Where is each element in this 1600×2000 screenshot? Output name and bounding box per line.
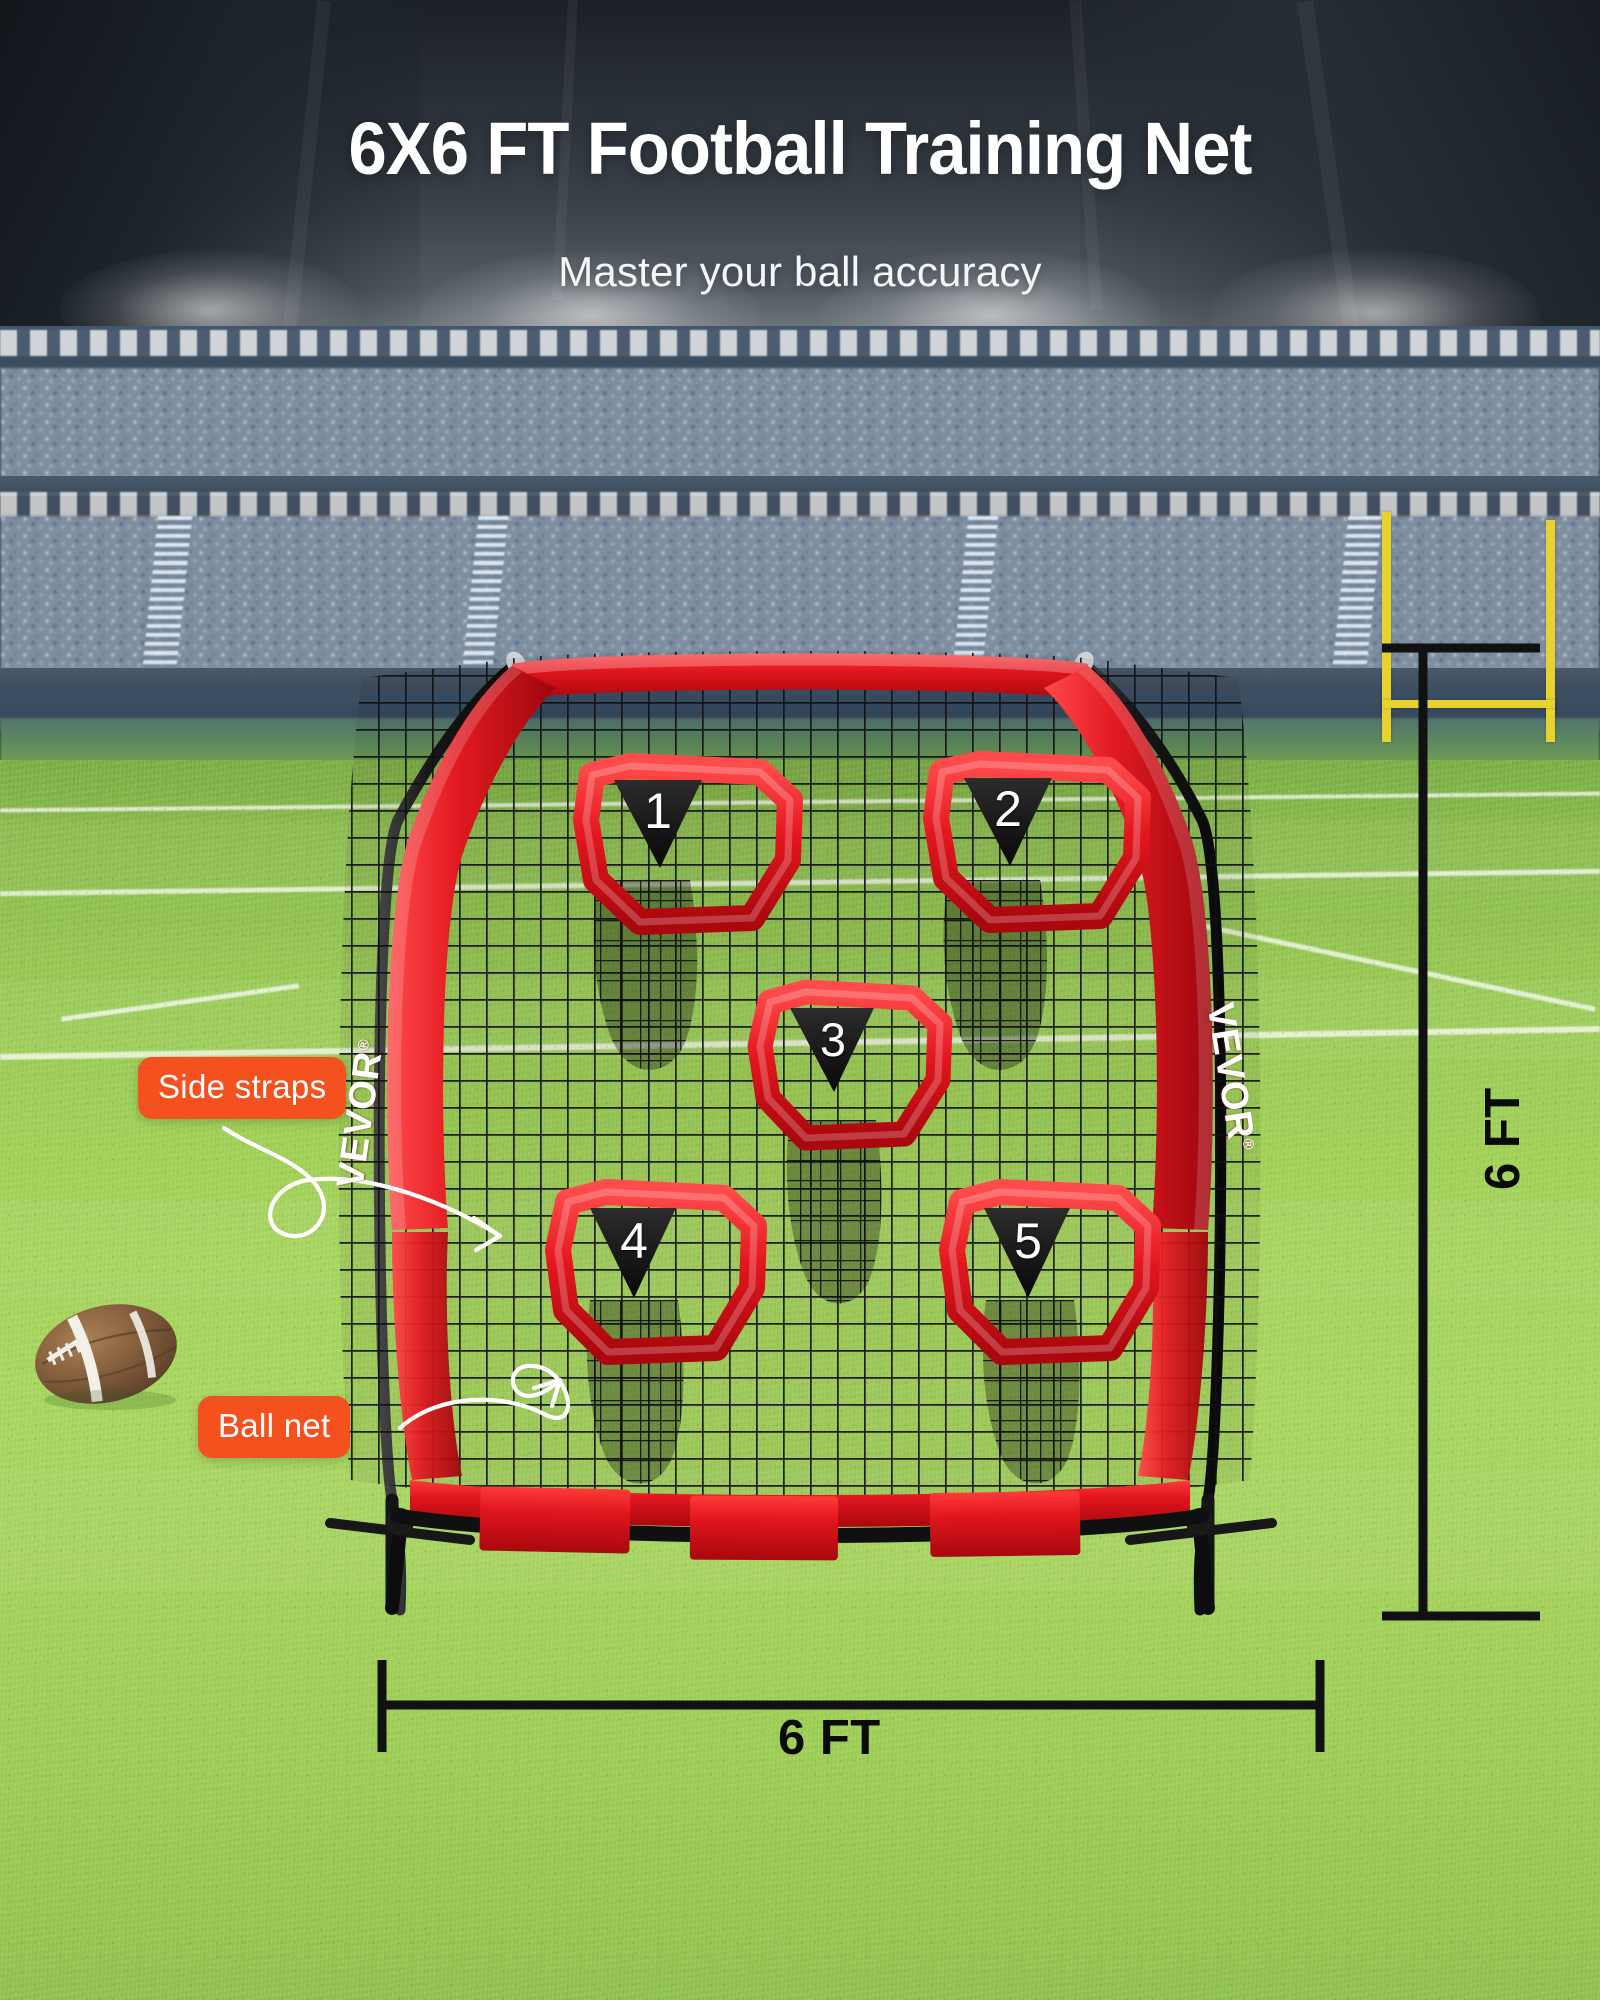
deck-divider <box>0 476 1600 496</box>
callout-side-straps: Side straps <box>138 1057 347 1119</box>
target-number-2: 2 <box>994 781 1022 837</box>
stadium-facade-lights <box>0 330 1600 356</box>
target-number-3: 3 <box>819 1013 847 1066</box>
net-top-band <box>512 653 1088 700</box>
goalpost-upright <box>1382 512 1391 742</box>
callout-ball-net: Ball net <box>198 1396 351 1458</box>
bottom-velcro-wraps <box>479 1486 1081 1561</box>
football <box>35 1304 177 1410</box>
crowd-middle <box>0 516 1600 676</box>
goalpost-upright <box>1546 520 1555 742</box>
brand-registered-mark: ® <box>354 1037 374 1052</box>
arrow-side-straps-head <box>471 1215 503 1253</box>
crowd-upper <box>0 368 1600 480</box>
target-ring-1 <box>573 753 803 935</box>
target-ring-5 <box>939 1179 1161 1365</box>
target-ring-3 <box>747 979 953 1151</box>
dimension-height-label: 6 FT <box>1476 1087 1530 1190</box>
arrow-side-straps <box>221 1125 503 1239</box>
arrow-ball-net-head <box>531 1377 563 1409</box>
net-top-band-highlight <box>512 653 1088 676</box>
target-number-1: 1 <box>644 783 672 839</box>
goalpost-crossbar <box>1382 700 1555 708</box>
target-ring-4 <box>545 1179 767 1365</box>
arrow-ball-net <box>397 1363 571 1431</box>
target-number-4: 4 <box>620 1213 648 1269</box>
stadium-facade-lights <box>0 492 1600 518</box>
page-subtitle: Master your ball accuracy <box>558 248 1042 295</box>
target-number-5: 5 <box>1014 1213 1042 1269</box>
target-ring-2 <box>923 751 1151 933</box>
side-strap-right <box>1044 666 1213 1230</box>
callout-arrows <box>221 1125 571 1431</box>
page-title: 6X6 FT Football Training Net <box>348 107 1252 190</box>
dimension-width-label: 6 FT <box>778 1711 881 1765</box>
dimension-guides <box>377 643 1540 1752</box>
side-strap-left <box>387 666 556 1230</box>
